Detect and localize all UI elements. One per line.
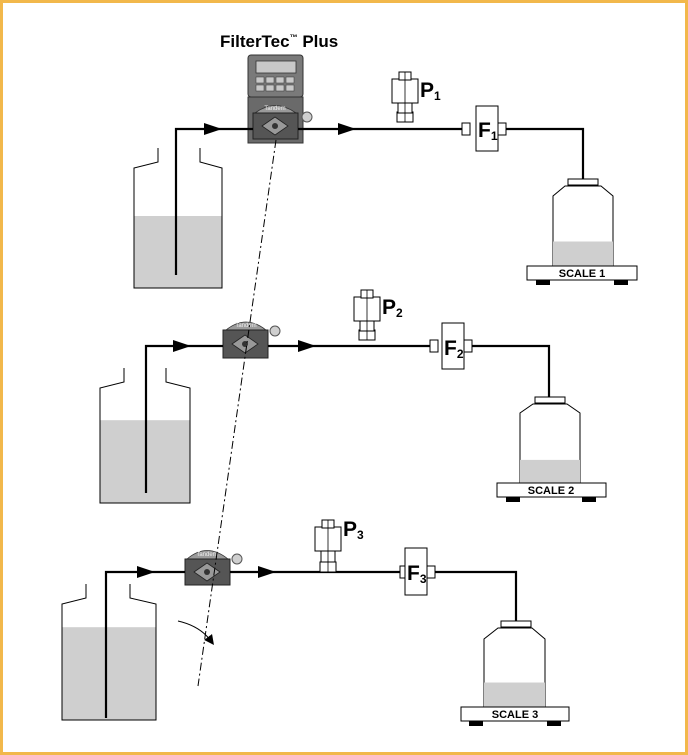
- scale-label-2: SCALE 2: [528, 485, 574, 497]
- tube-2-outlet: [472, 344, 554, 425]
- tube-1-inlet: [174, 127, 253, 275]
- receiver-2-liquid: [520, 459, 580, 483]
- pump-3-rotor-hub: [204, 569, 210, 575]
- filter-label-2: F2: [444, 337, 464, 361]
- pump-1-knob: [301, 111, 313, 123]
- filter-label-3: F3: [407, 562, 427, 586]
- receiver-bottle-2: [519, 396, 581, 484]
- pump-2-brand-label: Tandem: [235, 323, 256, 329]
- filter-1: [461, 105, 507, 152]
- feed-1-liquid: [134, 216, 222, 288]
- controller-keypad: [255, 76, 295, 92]
- pump-3-brand-label: Tandem: [196, 552, 217, 558]
- pump-1-rotor-hub: [272, 123, 278, 129]
- pressure-sensor-2: [353, 289, 381, 341]
- receiver-bottle-1: [552, 178, 614, 267]
- feed-3-liquid: [62, 627, 156, 720]
- filter-3: [399, 547, 436, 596]
- feed-bottle-1: [133, 148, 223, 289]
- filter-2: [429, 322, 473, 370]
- filter-label-1: F1: [478, 119, 498, 143]
- scale-2: [496, 482, 607, 502]
- tube-3-outlet: [435, 570, 521, 649]
- receiver-3-liquid: [484, 682, 545, 707]
- scale-label-1: SCALE 1: [559, 268, 605, 280]
- tube-1-outlet: [506, 127, 588, 205]
- feed-bottle-3: [61, 584, 157, 721]
- flow-arrow-2b: [298, 340, 316, 352]
- tube-2-inlet: [144, 344, 223, 493]
- pressure-label-3: P3: [343, 518, 364, 542]
- flow-arrow-1b: [338, 123, 356, 135]
- pressure-label-1: P1: [420, 79, 441, 103]
- pressure-sensor-3: [314, 519, 342, 573]
- receiver-1-liquid: [553, 241, 613, 266]
- pump-2: Tandem: [222, 321, 281, 359]
- scale-3: [460, 706, 570, 726]
- pressure-sensor-1: [391, 71, 419, 123]
- receiver-bottle-3: [483, 620, 546, 708]
- pump-3-knob: [231, 553, 243, 565]
- scale-label-3: SCALE 3: [492, 709, 538, 721]
- pump-2-knob: [269, 325, 281, 337]
- controller-title: FilterTec™ Plus: [220, 32, 338, 51]
- pump-1: Tandem: [252, 105, 313, 140]
- rotation-arrow: [177, 620, 214, 646]
- pressure-label-2: P2: [382, 296, 403, 320]
- pump-2-rotor-hub: [242, 341, 248, 347]
- drive-shaft-line: [197, 139, 277, 687]
- scale-1: [526, 265, 638, 285]
- flow-arrow-3b: [258, 566, 276, 578]
- flow-arrow-3a: [137, 566, 155, 578]
- pump-3: Tandem: [184, 550, 243, 586]
- flow-arrow-2a: [173, 340, 191, 352]
- pump-1-brand-label: Tandem: [264, 106, 285, 112]
- flow-arrow-1a: [204, 123, 222, 135]
- controller-display: [255, 60, 297, 74]
- tube-3-inlet: [104, 570, 185, 718]
